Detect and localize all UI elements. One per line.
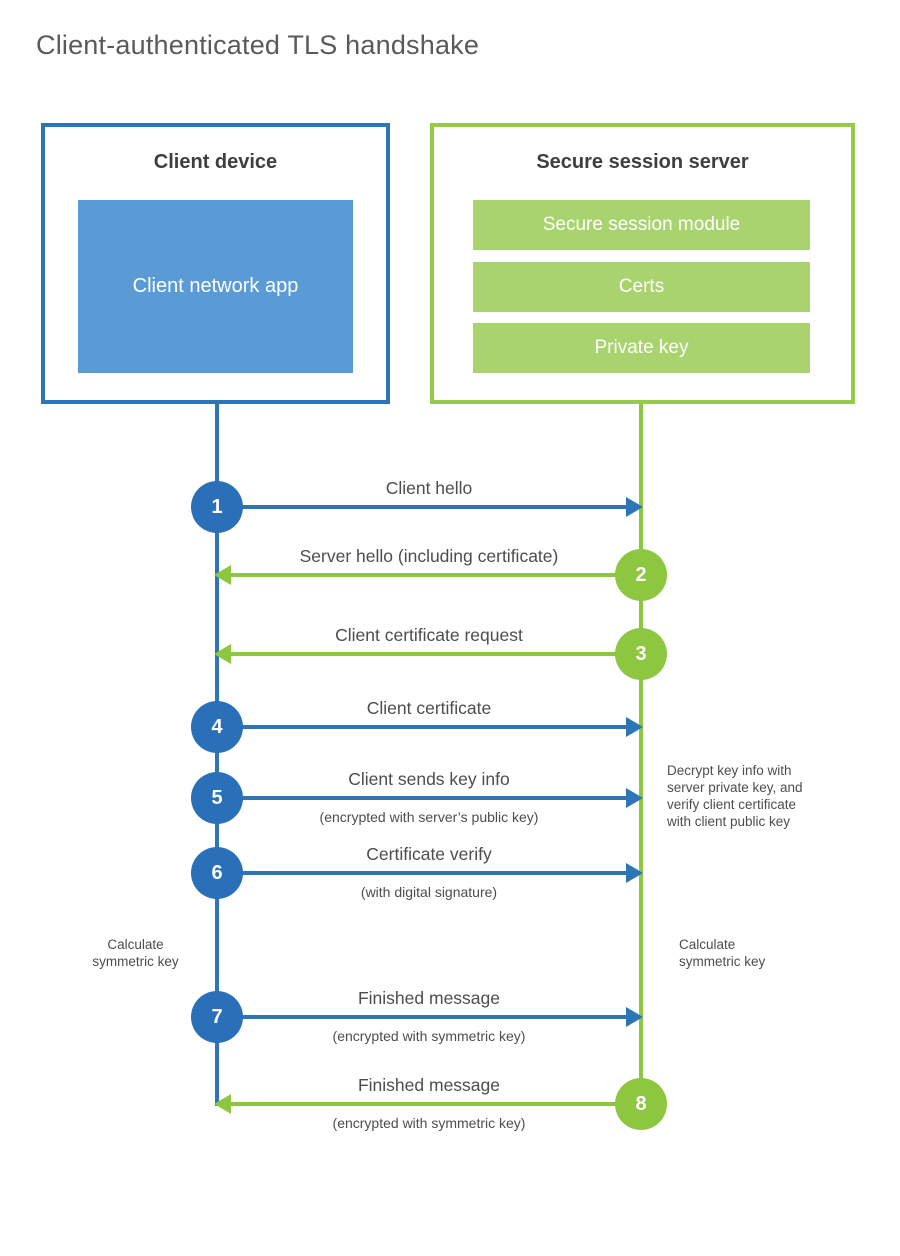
step-circle-6: 6 <box>191 847 243 899</box>
message-label-2: Server hello (including certificate) <box>299 546 559 566</box>
arrow-line-5 <box>219 796 628 800</box>
client-device-title: Client device <box>153 151 278 173</box>
step-circle-7: 7 <box>191 991 243 1043</box>
arrow-line-4 <box>219 725 628 729</box>
message-label-7: Finished message <box>357 988 501 1008</box>
message-label-8: Finished message <box>357 1075 501 1095</box>
server-module-private-key: Private key <box>473 323 810 373</box>
message-label-4: Client certificate <box>366 698 492 718</box>
arrow-line-3 <box>230 652 639 656</box>
client-device-box: Client device Client network app <box>41 123 390 404</box>
secure-session-server-title: Secure session server <box>536 151 749 173</box>
arrow-right-icon <box>626 863 643 883</box>
arrow-line-8 <box>230 1102 639 1106</box>
arrow-line-2 <box>230 573 639 577</box>
server-module-certs: Certs <box>473 262 810 312</box>
arrow-line-6 <box>219 871 628 875</box>
message-label-1: Client hello <box>385 478 473 498</box>
arrow-right-icon <box>626 717 643 737</box>
arrow-right-icon <box>626 497 643 517</box>
step-circle-4: 4 <box>191 701 243 753</box>
message-label-3: Client certificate request <box>335 625 523 645</box>
decrypt-note: Decrypt key info with server private key… <box>667 763 803 829</box>
arrow-left-icon <box>214 565 231 585</box>
arrow-left-icon <box>214 644 231 664</box>
step-circle-8: 8 <box>615 1078 667 1130</box>
step-circle-2: 2 <box>615 549 667 601</box>
client-lifeline <box>215 404 219 1106</box>
message-sub-8: (encrypted with symmetric key) <box>332 1115 526 1131</box>
server-module-secure-session-module: Secure session module <box>473 200 810 250</box>
page-title: Client-authenticated TLS handshake <box>36 30 480 60</box>
arrow-right-icon <box>626 788 643 808</box>
client-network-app-box: Client network app <box>78 200 353 373</box>
server-lifeline <box>639 404 643 1080</box>
arrow-line-1 <box>219 505 628 509</box>
arrow-right-icon <box>626 1007 643 1027</box>
step-circle-1: 1 <box>191 481 243 533</box>
calculate-symmetric-key-client: Calculate symmetric key <box>92 937 179 969</box>
arrow-left-icon <box>214 1094 231 1114</box>
arrow-line-7 <box>219 1015 628 1019</box>
step-circle-3: 3 <box>615 628 667 680</box>
message-sub-5: (encrypted with server’s public key) <box>319 809 539 825</box>
client-network-app-label: Client network app <box>132 275 299 297</box>
message-label-5: Client sends key info <box>348 769 510 789</box>
message-sub-7: (encrypted with symmetric key) <box>332 1028 526 1044</box>
message-label-6: Certificate verify <box>366 844 492 864</box>
calculate-symmetric-key-server: Calculate symmetric key <box>679 937 766 969</box>
step-circle-5: 5 <box>191 772 243 824</box>
message-sub-6: (with digital signature) <box>360 884 498 900</box>
secure-session-server-box: Secure session server Secure session mod… <box>430 123 855 404</box>
